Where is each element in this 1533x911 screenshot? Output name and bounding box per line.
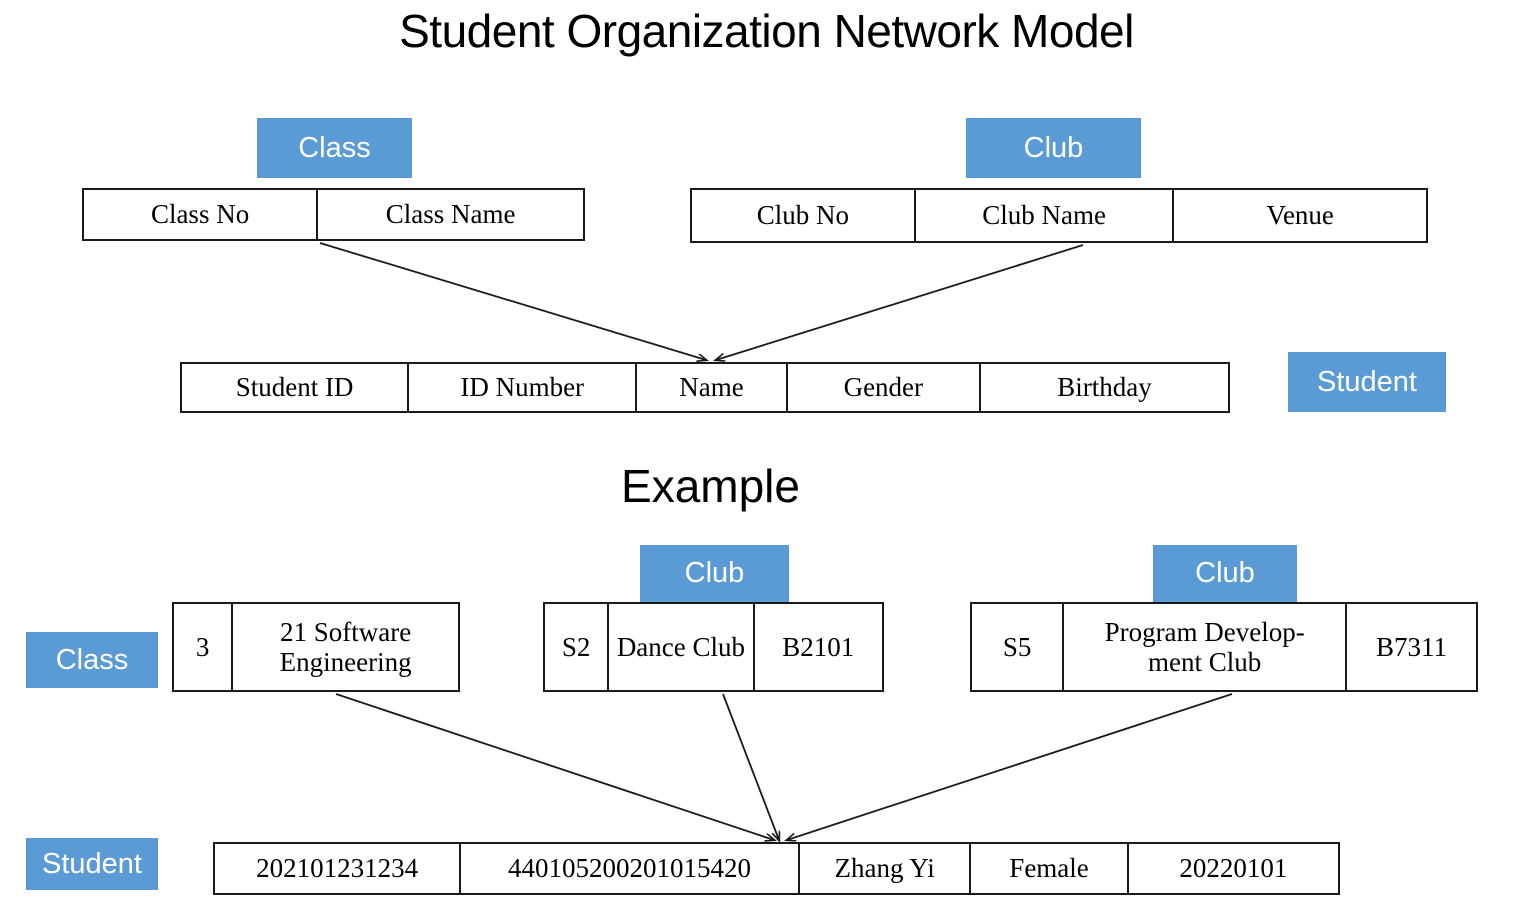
- link-class-record-to-student-record: [335, 693, 774, 840]
- relation-club-model: Club No Club Name Venue: [690, 188, 1428, 243]
- record-club-example-1: S2 Dance Club B2101: [543, 602, 884, 692]
- field-club-name: Club Name: [916, 190, 1175, 241]
- value-club-no-2: S5: [972, 604, 1065, 690]
- badge-class-example: Class: [26, 632, 158, 688]
- value-club-no-1: S2: [545, 604, 610, 690]
- field-gender: Gender: [788, 364, 981, 411]
- page-title: Student Organization Network Model: [399, 5, 1134, 57]
- relation-class-model: Class No Class Name: [82, 188, 585, 241]
- link-class-to-student: [319, 242, 706, 360]
- badge-club-example-1: Club: [640, 545, 789, 602]
- relation-student-model: Student ID ID Number Name Gender Birthda…: [180, 362, 1230, 413]
- value-club-name-1: Dance Club: [609, 604, 755, 690]
- record-student-example: 202101231234 440105200201015420 Zhang Yi…: [213, 842, 1340, 895]
- link-club-record-2-to-student-record: [787, 693, 1233, 840]
- value-name: Zhang Yi: [800, 844, 972, 893]
- value-student-id: 202101231234: [215, 844, 462, 893]
- badge-club-example-2: Club: [1153, 545, 1297, 602]
- link-club-to-student: [716, 244, 1084, 360]
- badge-club-model: Club: [966, 118, 1141, 178]
- field-class-no: Class No: [84, 190, 319, 239]
- field-student-id: Student ID: [182, 364, 410, 411]
- field-name: Name: [637, 364, 788, 411]
- link-club-record-1-to-student-record: [722, 693, 779, 840]
- field-birthday: Birthday: [1057, 372, 1152, 403]
- field-id-number: ID Number: [409, 364, 638, 411]
- value-birthday: 20220101: [1179, 853, 1288, 884]
- badge-student-example: Student: [26, 838, 158, 890]
- badge-student-model: Student: [1288, 352, 1446, 412]
- value-gender: Female: [971, 844, 1129, 893]
- field-venue: Venue: [1266, 200, 1334, 231]
- example-heading: Example: [621, 460, 800, 512]
- badge-class-model: Class: [257, 118, 412, 178]
- value-class-no: 3: [174, 604, 234, 690]
- value-id-number: 440105200201015420: [461, 844, 800, 893]
- value-venue-2: B7311: [1376, 631, 1448, 662]
- field-club-no: Club No: [692, 190, 916, 241]
- value-club-name-2: Program Develop- ment Club: [1064, 604, 1348, 690]
- value-venue-1: B2101: [782, 631, 855, 662]
- record-class-example: 3 21 Software Engineering: [172, 602, 460, 692]
- value-class-name: 21 Software Engineering: [279, 616, 412, 677]
- record-club-example-2: S5 Program Develop- ment Club B7311: [970, 602, 1478, 692]
- field-class-name: Class Name: [385, 199, 516, 230]
